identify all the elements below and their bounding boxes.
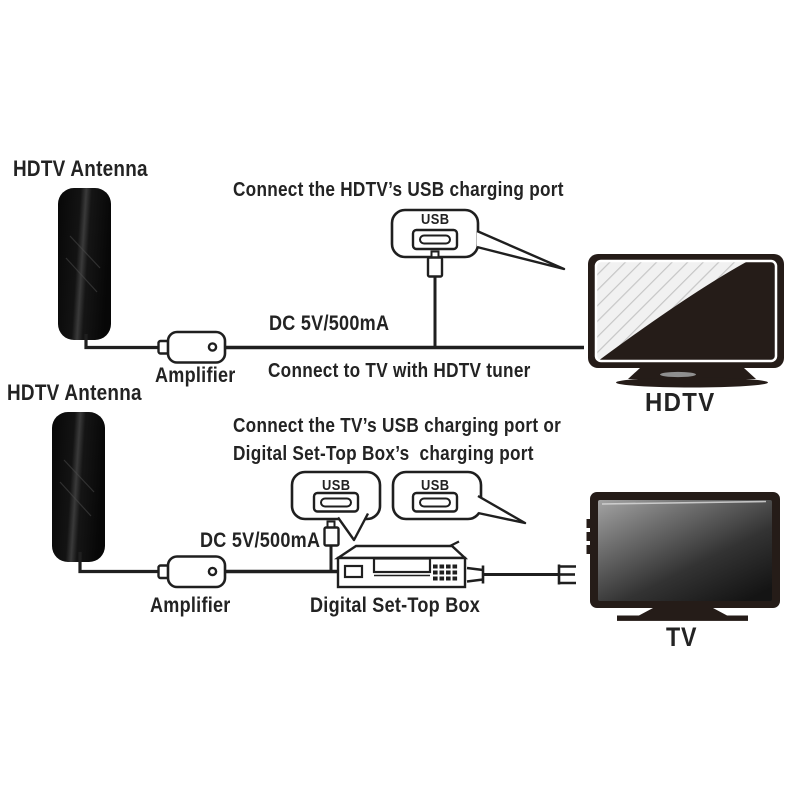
bottom-instruction-2: Digital Set-Top Box’s charging port <box>233 443 534 465</box>
stb-slot <box>343 564 364 579</box>
usb-port-slot <box>419 497 451 508</box>
usb-plug-icon-top <box>426 250 444 278</box>
bottom-instruction-1: Connect the TV’s USB charging port or <box>233 415 562 437</box>
antenna-cable-bottom <box>78 552 160 574</box>
top-antenna-label: HDTV Antenna <box>13 156 148 181</box>
coax-connector-icon-left <box>466 565 485 584</box>
stb-top-face <box>334 544 469 560</box>
tv-stand-base <box>617 615 748 621</box>
hdtv-stand-highlight <box>660 371 696 378</box>
stb-button-grid <box>433 564 458 581</box>
bottom-antenna-label: HDTV Antenna <box>7 380 142 405</box>
usb-port-slot <box>419 234 451 245</box>
usb-callout-tv <box>391 470 527 525</box>
bottom-power-label: DC 5V/500mA <box>200 529 321 552</box>
antenna-sheen <box>65 235 101 293</box>
top-usb-label: USB <box>421 211 450 228</box>
usb-callout-stb <box>290 470 382 542</box>
tv-illustration <box>586 492 780 621</box>
amplifier-top <box>157 330 227 364</box>
top-power-label: DC 5V/500mA <box>269 312 390 335</box>
hdtv-antenna-bottom <box>52 412 105 562</box>
hdtv-screen-bezel <box>594 259 778 363</box>
tv-screen <box>598 500 772 601</box>
top-instruction: Connect the HDTV’s USB charging port <box>233 179 564 201</box>
hdtv-illustration <box>588 254 784 388</box>
antenna-sheen <box>59 459 95 517</box>
bottom-amplifier-label: Amplifier <box>150 594 231 617</box>
amplifier-bottom <box>157 555 227 589</box>
stb-display <box>372 557 432 574</box>
top-tuner-note: Connect to TV with HDTV tuner <box>268 360 531 382</box>
tv-screen-reflection <box>601 500 767 505</box>
bottom-section <box>52 412 780 621</box>
tv-stand-neck <box>638 608 728 616</box>
callout-tail <box>477 494 527 525</box>
stb-top-accent <box>449 540 460 547</box>
hdtv-antenna-top <box>58 188 111 340</box>
callout-tail <box>337 512 370 542</box>
tv-label: TV <box>666 622 698 652</box>
top-amplifier-label: Amplifier <box>155 364 236 387</box>
callout-tail <box>476 229 566 271</box>
hdtv-screen-swoosh <box>598 261 776 361</box>
usb-callout-top <box>390 208 566 271</box>
stb-usb-label: USB <box>322 477 351 494</box>
hdtv-stand-base <box>616 377 768 388</box>
coax-connector-icon-right <box>557 564 576 585</box>
top-section <box>58 188 784 388</box>
antenna-cable-top <box>84 334 160 350</box>
set-top-box <box>334 540 469 589</box>
hdtv-tv-label: HDTV <box>645 387 716 417</box>
tv-usb-label: USB <box>421 477 450 494</box>
set-top-box-label: Digital Set-Top Box <box>310 594 481 617</box>
usb-plug-icon-bottom <box>323 520 340 547</box>
usb-port-slot <box>320 497 352 508</box>
